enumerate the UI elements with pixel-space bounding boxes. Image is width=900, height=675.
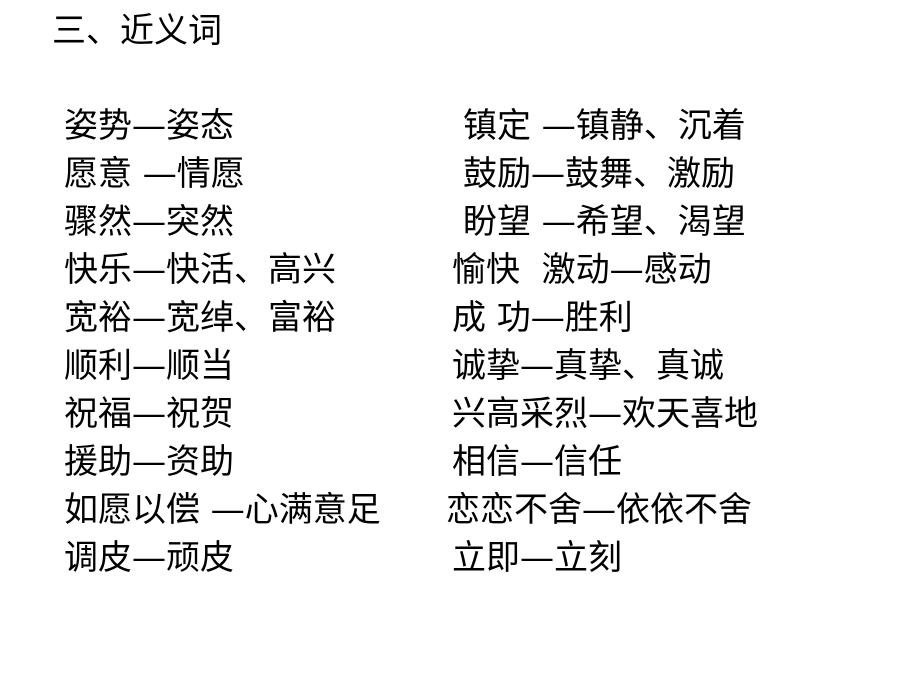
synonym-pair-left: 姿势—姿态 [64, 106, 234, 146]
synonym-pair-left: 快乐—快活、高兴 [64, 250, 336, 290]
synonym-pair-right: 鼓励—鼓舞、激励 [463, 154, 735, 194]
synonym-row: 调皮—顽皮 立即—立刻 [0, 534, 900, 582]
synonym-pair-left: 骤然—突然 [64, 202, 234, 242]
synonym-row: 宽裕—宽绰、富裕 成 功—胜利 [0, 294, 900, 342]
synonym-pair-left: 愿意 —情愿 [64, 154, 245, 194]
synonym-pair-right: 愉快 激动—感动 [452, 250, 712, 290]
synonym-row: 姿势—姿态 镇定 —镇静、沉着 [0, 102, 900, 150]
synonym-pair-left: 调皮—顽皮 [64, 538, 234, 578]
synonym-pair-right: 盼望 —希望、渴望 [463, 202, 746, 242]
slide-title: 三、近义词 [52, 11, 222, 51]
synonym-list: 姿势—姿态 镇定 —镇静、沉着 愿意 —情愿 鼓励—鼓舞、激励 骤然—突然 盼望… [0, 102, 900, 582]
synonym-pair-right: 兴高采烈—欢天喜地 [452, 394, 758, 434]
synonym-row: 如愿以偿 —心满意足 恋恋不舍—依依不舍 [0, 486, 900, 534]
synonym-row: 愿意 —情愿 鼓励—鼓舞、激励 [0, 150, 900, 198]
synonym-row: 快乐—快活、高兴 愉快 激动—感动 [0, 246, 900, 294]
synonym-pair-right: 相信—信任 [452, 442, 622, 482]
synonym-row: 援助—资助 相信—信任 [0, 438, 900, 486]
synonym-row: 骤然—突然 盼望 —希望、渴望 [0, 198, 900, 246]
synonym-pair-right: 镇定 —镇静、沉着 [463, 106, 746, 146]
synonym-pair-right: 恋恋不舍—依依不舍 [446, 490, 752, 530]
synonym-pair-right: 立即—立刻 [452, 538, 622, 578]
synonym-pair-right: 成 功—胜利 [452, 298, 633, 338]
synonym-row: 祝福—祝贺 兴高采烈—欢天喜地 [0, 390, 900, 438]
synonym-pair-left: 援助—资助 [64, 442, 234, 482]
synonym-pair-left: 祝福—祝贺 [64, 394, 234, 434]
synonym-pair-right: 诚挚—真挚、真诚 [452, 346, 724, 386]
synonym-pair-left: 宽裕—宽绰、富裕 [64, 298, 336, 338]
synonym-pair-left: 顺利—顺当 [64, 346, 234, 386]
synonym-pair-left: 如愿以偿 —心满意足 [64, 490, 381, 530]
synonym-row: 顺利—顺当 诚挚—真挚、真诚 [0, 342, 900, 390]
